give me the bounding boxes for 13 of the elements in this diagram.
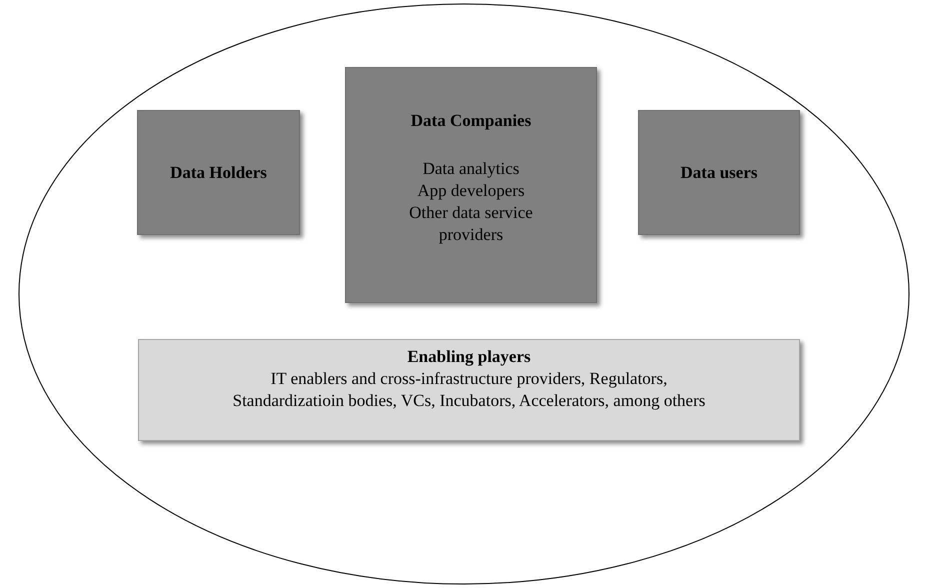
ecosystem-ellipse xyxy=(18,3,910,585)
process-box xyxy=(138,339,800,441)
process-box xyxy=(137,110,300,235)
box-text: Data analytics xyxy=(422,158,520,180)
box-heading: Enabling players xyxy=(407,346,531,368)
process-box xyxy=(345,67,597,303)
process-box xyxy=(638,110,800,235)
box-text: App developers xyxy=(417,180,525,202)
box-heading: Data Companies xyxy=(410,110,532,132)
box-heading: Data Holders xyxy=(170,162,267,184)
box-heading: Data users xyxy=(680,162,758,184)
box-text: Other data service providers xyxy=(408,202,534,246)
box-text: IT enablers and cross-infrastructure providers, Regulators, Standardizatioin bodies, VCs, Incubators, Accelerators, among others xyxy=(232,368,706,412)
